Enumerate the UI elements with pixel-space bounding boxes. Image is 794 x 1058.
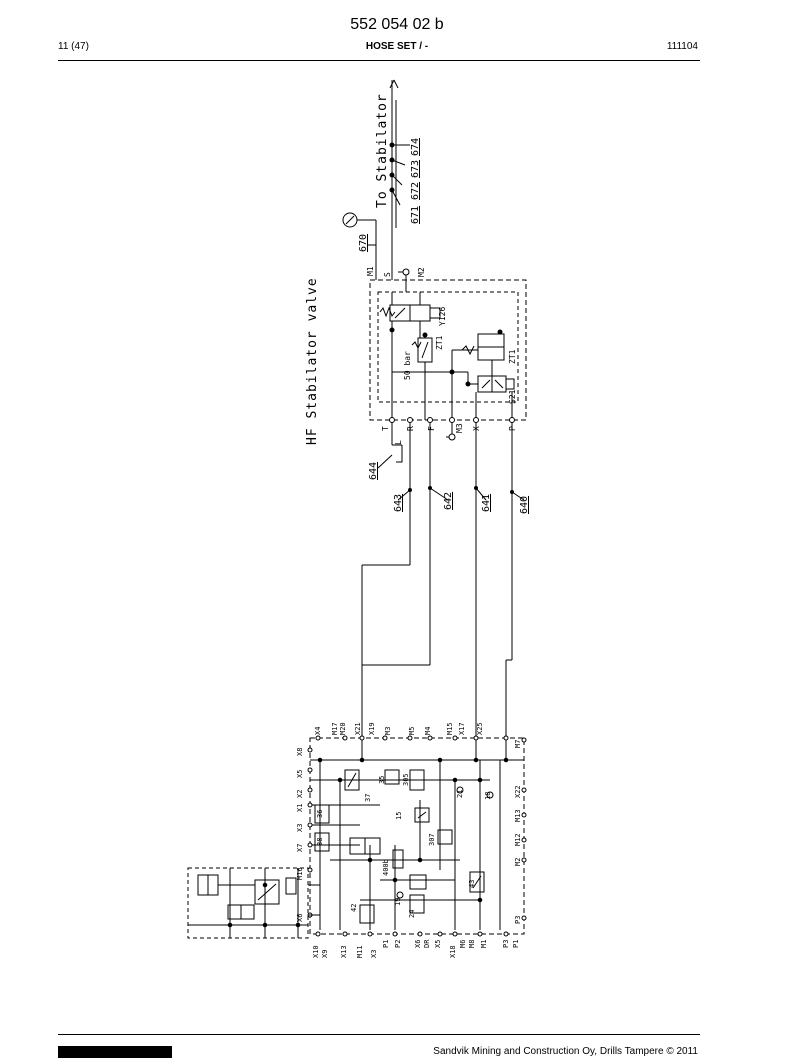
block-port-x5: X5	[434, 940, 442, 948]
port-m3: M3	[455, 423, 464, 433]
block-port-x22: X22	[514, 785, 522, 798]
block-port-x10: X10	[312, 945, 320, 958]
component-y126: Y126	[438, 307, 447, 326]
block-port-m11: M11	[356, 945, 364, 958]
block-port-p3: P3	[502, 940, 510, 948]
inner-circuit-box	[377, 291, 519, 403]
block-port-x6-left: X6	[296, 914, 304, 922]
port-p: P	[508, 426, 517, 431]
port-s: S	[383, 272, 392, 277]
hose-672: 672	[410, 182, 421, 200]
component-zt1-a: ZT1	[435, 335, 444, 350]
component-37: 37	[364, 794, 372, 802]
block-port-m17: M17	[331, 722, 339, 735]
port-x: X	[472, 426, 481, 431]
component-zt1-b: ZT1	[508, 349, 517, 364]
stabilator-valve-box	[369, 279, 527, 421]
component-38: 38	[316, 838, 324, 846]
component-s21: S21	[508, 389, 517, 404]
port-r: R	[406, 426, 415, 431]
block-port-x18: X18	[449, 945, 457, 958]
block-port-m1: M1	[480, 940, 488, 948]
component-15: 15	[395, 812, 403, 820]
block-port-x2: X2	[296, 790, 304, 798]
block-port-m12: M12	[514, 833, 522, 846]
block-port-m8: M8	[468, 940, 476, 948]
component-305: 305	[402, 773, 410, 786]
block-port-m6: M6	[459, 940, 467, 948]
block-port-p2: P2	[394, 940, 402, 948]
component-35: 35	[378, 776, 386, 784]
control-block-box	[309, 737, 525, 935]
block-port-m7: M7	[514, 740, 522, 748]
hose-673: 673	[410, 160, 421, 178]
company-logo	[58, 1046, 172, 1058]
document-date: 111104	[666, 41, 698, 52]
block-port-m15: M15	[446, 722, 454, 735]
component-307: 307	[428, 833, 436, 846]
port-l: L	[394, 440, 403, 445]
hose-640: 640	[519, 496, 530, 514]
block-port-x5-left: X5	[296, 770, 304, 778]
pressure-setting-label: 50 bar	[403, 351, 412, 380]
block-port-x17: X17	[458, 722, 466, 735]
to-stabilator-label: To Stabilator	[375, 93, 390, 208]
block-port-x3-left: X3	[296, 824, 304, 832]
block-port-p1-right: P1	[512, 940, 520, 948]
hose-642: 642	[443, 492, 454, 510]
hose-644: 644	[368, 462, 379, 480]
page-indicator: 11 (47)	[58, 41, 89, 52]
block-port-x8: X8	[296, 748, 304, 756]
block-port-m4: M4	[424, 727, 432, 735]
hose-641: 641	[481, 494, 492, 512]
hose-643: 643	[393, 494, 404, 512]
block-port-x7: X7	[296, 844, 304, 852]
component-36: 36	[316, 810, 324, 818]
block-port-x1: X1	[296, 804, 304, 812]
component-18: 18	[484, 792, 492, 800]
footer-divider	[58, 1034, 700, 1035]
footer-copyright: Sandvik Mining and Construction Oy, Dril…	[433, 1046, 698, 1057]
component-400b: 400b	[382, 859, 390, 876]
port-m1: M1	[366, 266, 375, 276]
block-port-x19: X19	[368, 722, 376, 735]
hf-stabilator-valve-label: HF Stabilator valve	[305, 277, 320, 445]
block-port-m16: M16	[296, 867, 304, 880]
block-port-x13: X13	[340, 945, 348, 958]
auxiliary-block-box	[187, 867, 309, 939]
component-43: 43	[468, 880, 476, 888]
block-port-x9: X9	[321, 950, 329, 958]
block-port-m5: M5	[408, 727, 416, 735]
port-m2: M2	[417, 267, 426, 277]
port-f: F	[427, 426, 436, 431]
block-port-m2: M2	[514, 858, 522, 866]
block-port-p1: P1	[382, 940, 390, 948]
document-number: 552 054 02 b	[350, 16, 444, 33]
block-port-p3-right: P3	[514, 916, 522, 924]
port-t: T	[381, 426, 390, 431]
block-port-x4: X4	[314, 727, 322, 735]
component-24: 24	[408, 910, 416, 918]
block-port-x21: X21	[354, 722, 362, 735]
block-port-x6: X6	[414, 940, 422, 948]
component-19: 19	[394, 898, 402, 906]
page-title: HOSE SET / -	[365, 41, 429, 52]
block-port-x3: X3	[370, 950, 378, 958]
block-port-m13: M13	[514, 809, 522, 822]
component-21: 21	[456, 790, 464, 798]
hose-670: 670	[358, 234, 369, 252]
block-port-m3: M3	[384, 727, 392, 735]
hose-674: 674	[410, 138, 421, 156]
block-port-dr: DR	[423, 939, 431, 948]
block-port-m20: M20	[339, 722, 347, 735]
block-port-x25: X25	[476, 722, 484, 735]
component-42: 42	[350, 904, 358, 912]
header-divider	[58, 60, 700, 61]
hose-671: 671	[410, 206, 421, 224]
